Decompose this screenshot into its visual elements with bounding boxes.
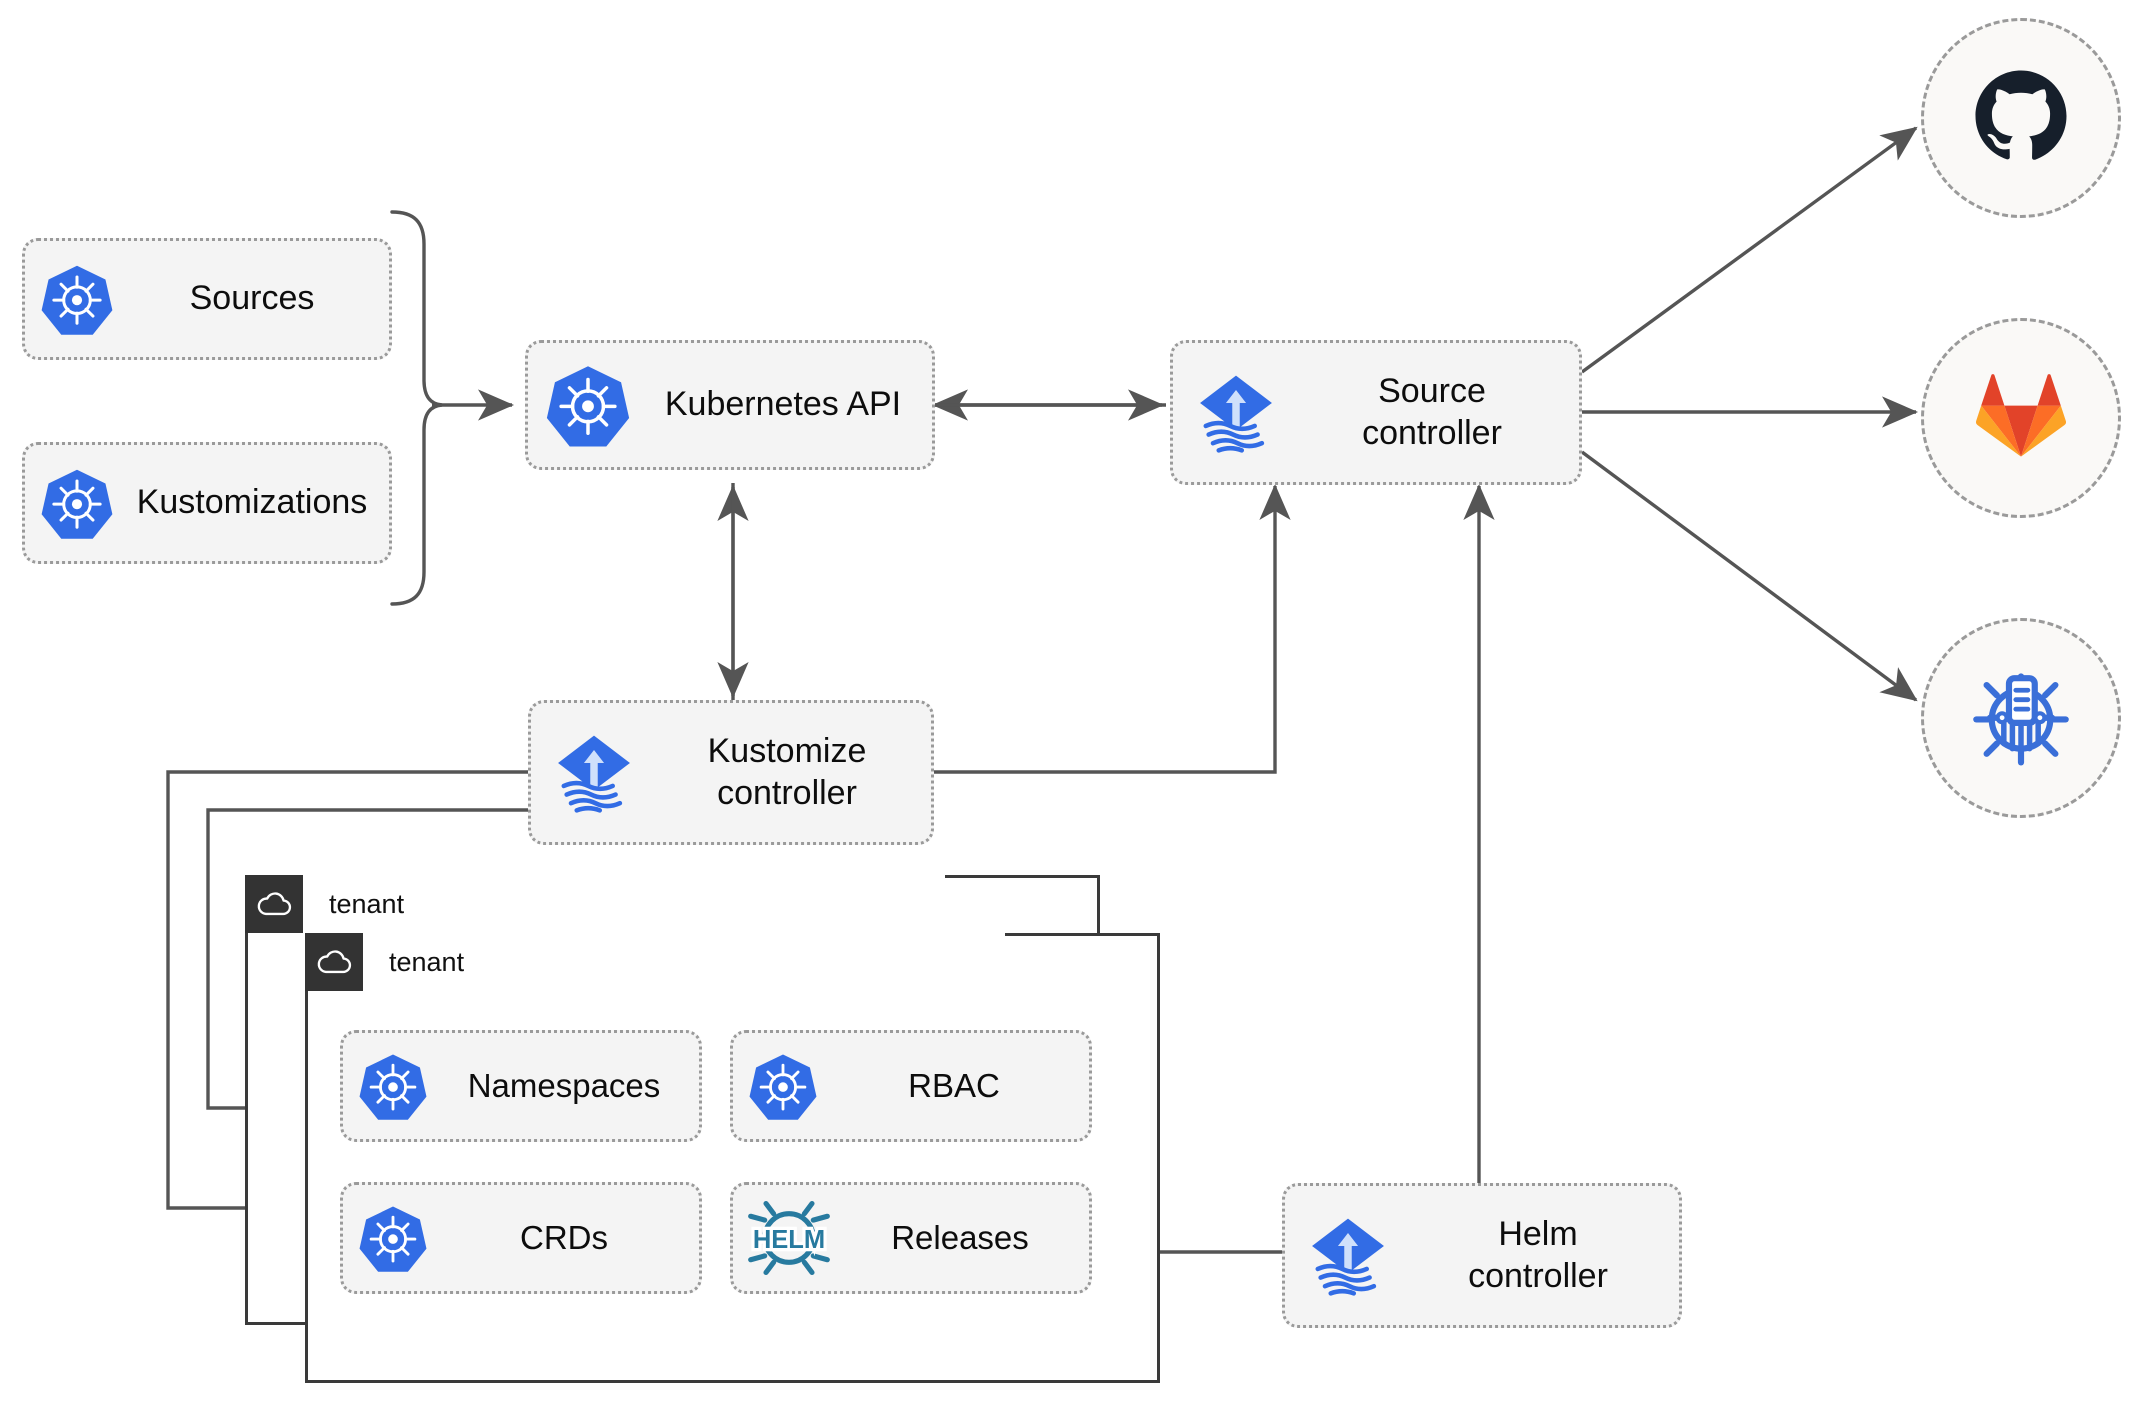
node-label: Sources xyxy=(189,279,315,318)
kubernetes-icon xyxy=(733,1051,833,1121)
node-rbac[interactable]: RBAC xyxy=(730,1030,1092,1142)
cloud-icon xyxy=(305,933,363,991)
tenant-header: tenant xyxy=(305,933,1005,991)
node-label: Releases xyxy=(891,1218,1029,1256)
node-kubernetes-api[interactable]: Kubernetes API xyxy=(525,340,935,470)
kubernetes-icon xyxy=(343,1203,443,1273)
node-label: Namespaces xyxy=(467,1066,661,1104)
tenant-inner[interactable]: tenant xyxy=(305,933,1160,1383)
kubernetes-icon xyxy=(25,466,129,540)
helm-repository-icon xyxy=(1966,661,2076,776)
tenant-header: tenant xyxy=(245,875,945,933)
svg-text:HELM: HELM xyxy=(753,1226,825,1254)
kubernetes-icon xyxy=(25,262,129,336)
tenant-label: tenant xyxy=(389,946,465,977)
node-label: Kubernetes API xyxy=(664,385,902,424)
node-releases[interactable]: HELM Releases xyxy=(730,1182,1092,1294)
node-label: Helm controller xyxy=(1468,1215,1608,1295)
flux-icon xyxy=(531,727,657,819)
node-namespaces[interactable]: Namespaces xyxy=(340,1030,702,1142)
node-sources[interactable]: Sources xyxy=(22,238,392,360)
node-label: RBAC xyxy=(908,1066,1000,1104)
node-crds[interactable]: CRDs xyxy=(340,1182,702,1294)
flux-icon xyxy=(1173,367,1299,459)
flux-icon xyxy=(1285,1210,1411,1302)
provider-github[interactable] xyxy=(1921,18,2121,218)
cloud-icon xyxy=(245,875,303,933)
node-kustomizations[interactable]: Kustomizations xyxy=(22,442,392,564)
kubernetes-icon xyxy=(343,1051,443,1121)
tenant-label: tenant xyxy=(329,888,405,919)
node-label: Source controller xyxy=(1362,372,1502,452)
node-helm-controller[interactable]: Helm controller xyxy=(1282,1183,1682,1328)
node-kustomize-controller[interactable]: Kustomize controller xyxy=(528,700,934,845)
node-source-controller[interactable]: Source controller xyxy=(1170,340,1582,485)
provider-helm-repository[interactable] xyxy=(1921,618,2121,818)
gitlab-icon xyxy=(1969,364,2073,473)
kubernetes-icon xyxy=(528,362,648,448)
node-label: Kustomizations xyxy=(136,483,368,522)
node-label: CRDs xyxy=(520,1218,608,1256)
provider-gitlab[interactable] xyxy=(1921,318,2121,518)
helm-icon: HELM xyxy=(733,1197,845,1279)
node-label: Kustomize controller xyxy=(707,732,867,812)
github-icon xyxy=(1969,64,2073,173)
